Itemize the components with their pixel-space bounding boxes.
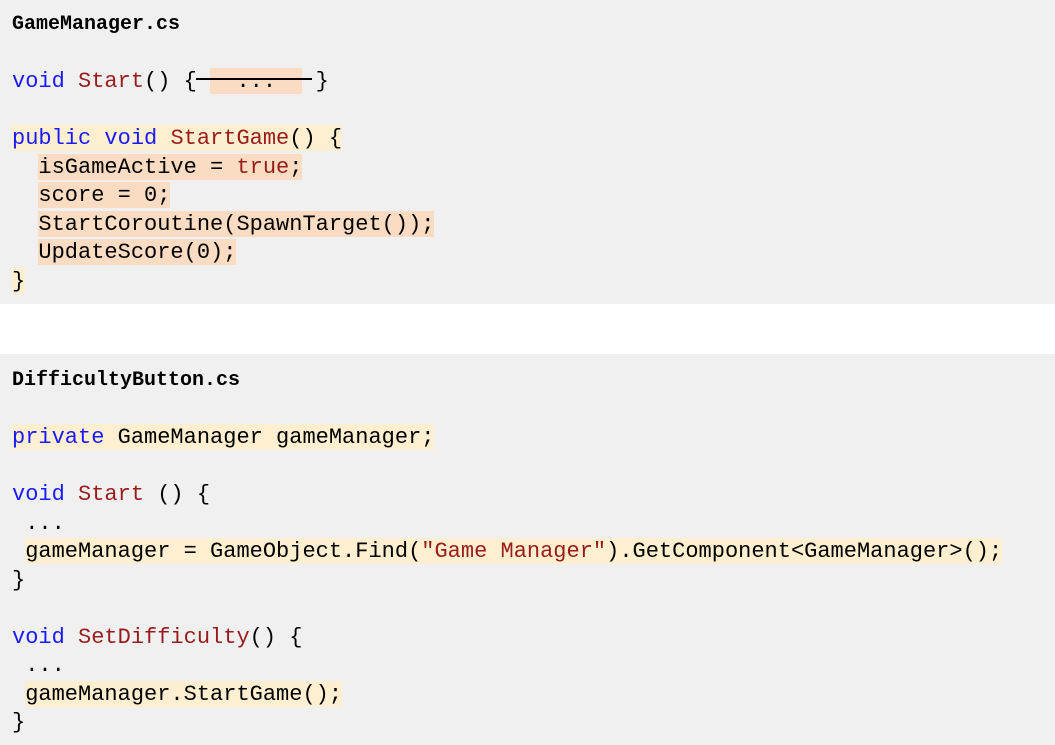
highlight-peach: ...: [210, 68, 303, 94]
code-segment: [12, 183, 38, 208]
code-line: void Start () {: [12, 481, 1055, 510]
code-segment: [12, 240, 38, 265]
code-token: void: [12, 69, 79, 94]
highlight-yellow: public void StartGame() {: [12, 125, 343, 151]
highlight-yellow: gameManager.StartGame();: [25, 680, 343, 707]
code-token: }: [302, 69, 329, 94]
highlight-peach: UpdateScore(0);: [38, 239, 237, 265]
code-line: score = 0;: [12, 182, 1055, 211]
code-token: Start: [78, 482, 145, 507]
code-token: ).GetComponent<GameManager>();: [606, 539, 1003, 564]
code-token: void: [12, 482, 79, 507]
gamemanager-code-panel: GameManager.cs void Start() { ... }publi…: [0, 0, 1055, 304]
code-token: StartCoroutine(SpawnTarget());: [38, 211, 435, 237]
code-line: [12, 595, 1055, 624]
highlight-yellow: }: [12, 267, 26, 294]
code-segment: void SetDifficulty() {: [12, 625, 302, 650]
highlight-yellow: gameManager = GameObject.Find("Game Mana…: [25, 538, 1003, 564]
code-segment: [12, 682, 25, 707]
code-line: ...: [12, 510, 1055, 539]
code-line: [12, 97, 1055, 126]
code-token: GameManager gameManager;: [117, 425, 435, 450]
code-token: [12, 155, 38, 180]
code-line: public void StartGame() {: [12, 125, 1055, 154]
highlight-yellow: private GameManager gameManager;: [12, 424, 435, 450]
code-line: [12, 40, 1055, 69]
code-token: }: [12, 567, 26, 593]
code-token: StartGame: [170, 126, 290, 151]
code-token: SetDifficulty: [78, 624, 250, 650]
code-segment: void Start() {: [12, 69, 210, 94]
code-token: "Game Manager": [421, 539, 607, 564]
code-token: () {: [144, 482, 211, 507]
highlight-peach: isGameActive = true;: [38, 153, 303, 180]
code-line: StartCoroutine(SpawnTarget());: [12, 210, 1055, 240]
code-token: ;: [289, 154, 303, 180]
code-token: () {: [289, 126, 343, 151]
code-line: }: [12, 267, 1055, 297]
code-line: isGameActive = true;: [12, 153, 1055, 183]
code-token: () {: [249, 624, 303, 650]
code-segment: }: [12, 710, 25, 735]
code-token: UpdateScore(0);: [38, 240, 237, 265]
code-token: [12, 240, 38, 265]
code-token: [12, 212, 38, 237]
code-line: }: [12, 709, 1055, 738]
code-token: private: [12, 425, 118, 450]
code-line: gameManager.StartGame();: [12, 680, 1055, 710]
code-token: isGameActive =: [38, 154, 237, 180]
code-block: private GameManager gameManager; void Sta…: [12, 396, 1055, 738]
code-token: public void: [12, 126, 171, 151]
code-line: UpdateScore(0);: [12, 239, 1055, 268]
code-line: }: [12, 567, 1055, 596]
code-token: ...: [12, 510, 65, 536]
code-segment: [12, 539, 25, 564]
code-token: }: [12, 268, 26, 294]
file-title: GameManager.cs: [12, 13, 181, 36]
code-segment: ...: [12, 511, 65, 536]
code-segment: [12, 212, 38, 237]
code-line: [12, 396, 1055, 425]
code-token: [12, 539, 25, 564]
code-token: gameManager.StartGame();: [25, 681, 343, 707]
code-token: Start: [78, 69, 145, 94]
code-token: score = 0;: [38, 183, 171, 208]
code-line: [12, 453, 1055, 482]
code-segment: void Start () {: [12, 482, 210, 507]
code-token: ...: [210, 69, 303, 94]
code-line: ...: [12, 652, 1055, 681]
code-token: }: [12, 710, 26, 735]
code-segment: }: [12, 568, 25, 593]
code-line: void SetDifficulty() {: [12, 624, 1055, 653]
code-token: ...: [12, 653, 65, 678]
code-token: () {: [144, 69, 211, 94]
code-token: [12, 682, 25, 707]
code-segment: ...: [12, 653, 65, 678]
code-token: void: [12, 624, 79, 650]
code-line: gameManager = GameObject.Find("Game Mana…: [12, 538, 1055, 567]
highlight-peach: score = 0;: [38, 182, 171, 208]
difficultybutton-code-panel: DifficultyButton.cs private GameManager …: [0, 354, 1055, 745]
code-token: [12, 183, 38, 208]
code-token: gameManager = GameObject.Find(: [25, 539, 422, 564]
code-line: private GameManager gameManager;: [12, 424, 1055, 453]
highlight-peach: StartCoroutine(SpawnTarget());: [38, 210, 435, 237]
code-segment: }: [302, 69, 329, 94]
file-title: DifficultyButton.cs: [12, 369, 241, 392]
code-token: true: [236, 154, 290, 180]
code-line: void Start() { ... }: [12, 68, 1055, 97]
code-segment: [12, 155, 38, 180]
code-block: void Start() { ... }public void StartGam…: [12, 40, 1055, 297]
